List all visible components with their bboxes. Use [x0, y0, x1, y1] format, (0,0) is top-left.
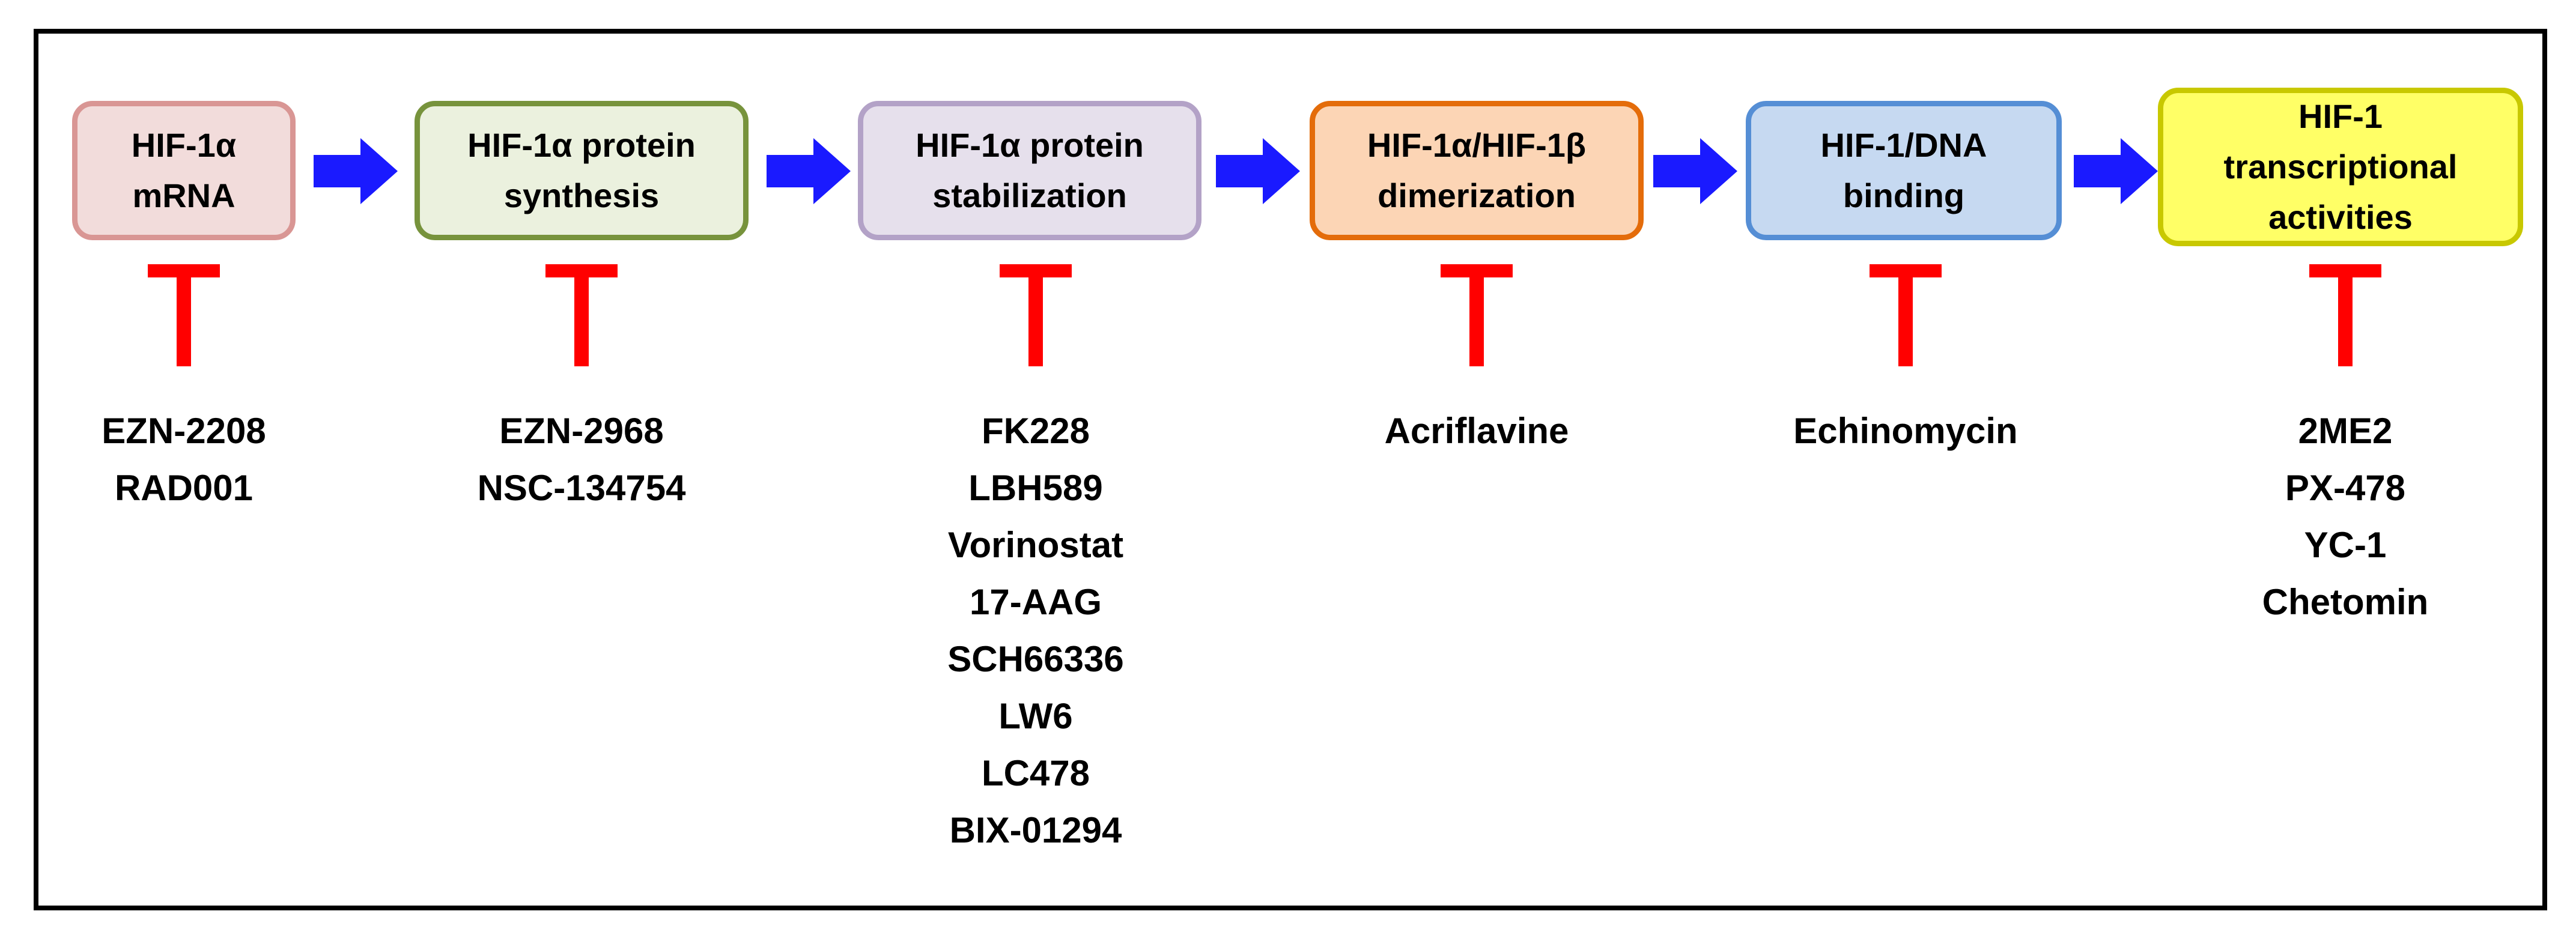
right-arrow-icon	[314, 138, 398, 204]
inhibitor-name: EZN-2968	[499, 411, 664, 451]
step-label: HIF-1 transcriptional activities	[2223, 97, 2458, 236]
step-label: HIF-1α/HIF-1β dimerization	[1367, 126, 1587, 214]
step-dimerization: HIF-1α/HIF-1β dimerization	[1310, 101, 1644, 240]
inhibitor-name: SCH66336	[947, 639, 1124, 679]
inhibition-t-icon	[545, 264, 618, 366]
inhibition-t-icon	[2309, 264, 2381, 366]
inhibition-t-icon	[1441, 264, 1513, 366]
step-dna-binding: HIF-1/DNA binding	[1746, 101, 2062, 240]
right-arrow-icon	[1216, 138, 1300, 204]
inhibitor-name: YC-1	[2304, 525, 2387, 565]
inhibitor-name: BIX-01294	[949, 810, 1122, 850]
inhibition-t-icon	[1000, 264, 1072, 366]
step-label: HIF-1α mRNA	[131, 126, 237, 214]
step-label: HIF-1/DNA binding	[1820, 126, 1987, 214]
right-arrow-icon	[767, 138, 851, 204]
inhibitor-name: FK228	[981, 411, 1090, 451]
inhibition-t-icon	[148, 264, 220, 366]
inhibitor-name: Acriflavine	[1384, 411, 1569, 451]
inhibitor-name: Echinomycin	[1793, 411, 2018, 451]
inhibitor-name: Chetomin	[2262, 582, 2429, 622]
inhibitor-list-dna-binding: Echinomycin	[1737, 402, 2074, 459]
step-transcriptional-activities: HIF-1 transcriptional activities	[2158, 88, 2523, 246]
step-label: HIF-1α protein stabilization	[916, 126, 1144, 214]
inhibitor-name: PX-478	[2285, 468, 2406, 508]
step-protein-stabilization: HIF-1α protein stabilization	[858, 101, 1201, 240]
inhibitor-name: NSC-134754	[477, 468, 686, 508]
inhibitor-name: Vorinostat	[947, 525, 1124, 565]
step-label: HIF-1α protein synthesis	[467, 126, 696, 214]
right-arrow-icon	[1653, 138, 1737, 204]
inhibitor-name: LC478	[981, 753, 1090, 793]
step-hif1a-mrna: HIF-1α mRNA	[72, 101, 296, 240]
inhibitor-name: EZN-2208	[102, 411, 266, 451]
inhibitor-name: 2ME2	[2298, 411, 2393, 451]
inhibition-t-icon	[1870, 264, 1942, 366]
inhibitor-list-dimerization: Acriflavine	[1308, 402, 1645, 459]
inhibitor-name: LW6	[998, 696, 1073, 736]
inhibitor-name: LBH589	[968, 468, 1103, 508]
inhibitor-name: 17-AAG	[969, 582, 1102, 622]
inhibitor-name: RAD001	[114, 468, 254, 508]
right-arrow-icon	[2074, 138, 2158, 204]
step-protein-synthesis: HIF-1α protein synthesis	[415, 101, 749, 240]
